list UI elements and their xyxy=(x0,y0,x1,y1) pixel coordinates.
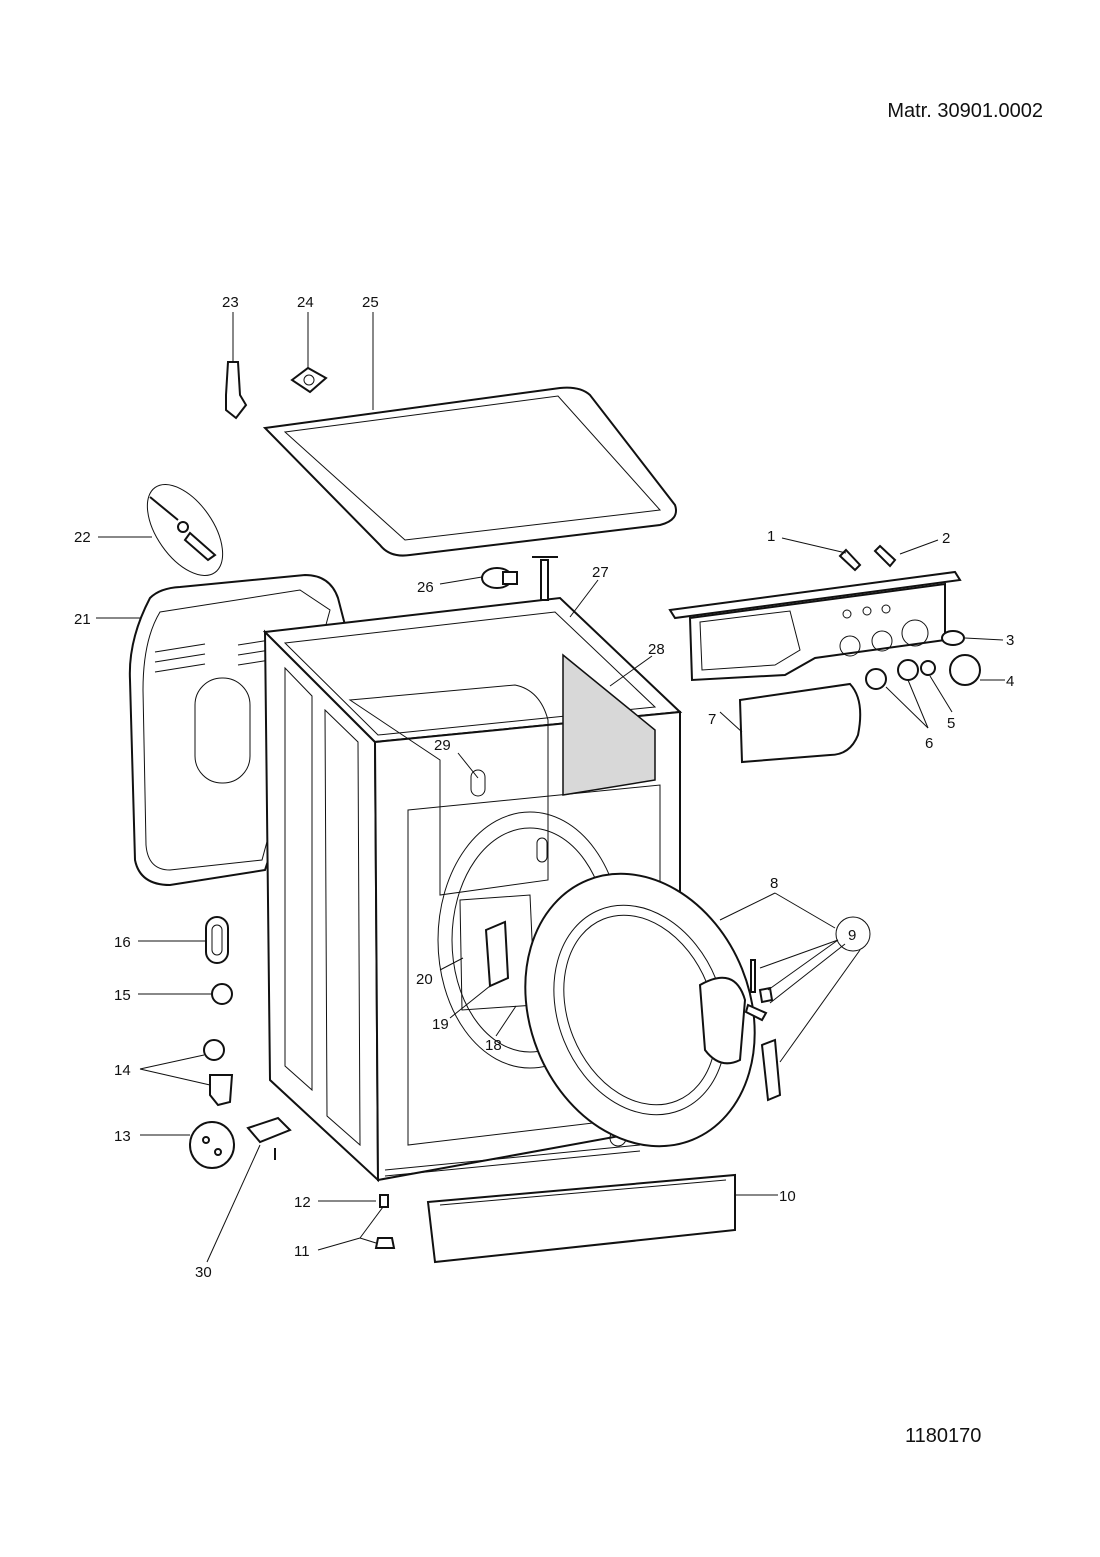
hose-kit-22 xyxy=(146,483,224,577)
bracket-23 xyxy=(225,361,248,420)
label-10: 10 xyxy=(779,1188,796,1205)
label-22: 22 xyxy=(74,529,91,546)
spare-parts-left xyxy=(189,916,292,1169)
detergent-drawer xyxy=(738,682,862,764)
label-2: 2 xyxy=(942,530,950,547)
lamps-1-2 xyxy=(838,544,897,572)
label-20: 20 xyxy=(416,971,433,988)
label-21: 21 xyxy=(74,611,91,628)
clamp-26 xyxy=(481,567,518,589)
label-5: 5 xyxy=(947,715,955,732)
label-16: 16 xyxy=(114,934,131,951)
label-30: 30 xyxy=(195,1264,212,1281)
figure-number: 1180170 xyxy=(905,1425,982,1447)
label-29: 29 xyxy=(434,737,451,754)
door-8 xyxy=(524,872,756,1148)
control-panel xyxy=(668,570,962,682)
label-27: 27 xyxy=(592,564,609,581)
label-9: 9 xyxy=(848,927,856,944)
label-24: 24 xyxy=(297,294,314,311)
label-26: 26 xyxy=(417,579,434,596)
label-7: 7 xyxy=(708,711,716,728)
label-13: 13 xyxy=(114,1128,131,1145)
label-3: 3 xyxy=(1006,632,1014,649)
label-28: 28 xyxy=(648,641,665,658)
label-14: 14 xyxy=(114,1062,131,1079)
label-4: 4 xyxy=(1006,673,1014,690)
label-23: 23 xyxy=(222,294,239,311)
leader-lines xyxy=(96,312,1005,1263)
knobs xyxy=(865,630,981,690)
label-8: 8 xyxy=(770,875,778,892)
foot-parts xyxy=(374,1194,396,1249)
label-11: 11 xyxy=(294,1243,310,1260)
part-labels: 23 24 25 22 21 26 27 28 29 1 2 3 4 5 6 7… xyxy=(74,294,1014,1281)
label-1: 1 xyxy=(767,528,775,545)
label-15: 15 xyxy=(114,987,131,1004)
label-6: 6 xyxy=(925,735,933,752)
part-24 xyxy=(290,366,328,394)
label-19: 19 xyxy=(432,1016,449,1033)
material-code: Matr. 30901.0002 xyxy=(887,100,1043,122)
spring-27 xyxy=(532,556,558,601)
label-25: 25 xyxy=(362,294,379,311)
label-12: 12 xyxy=(294,1194,311,1211)
plinth-10 xyxy=(426,1173,736,1264)
top-cover xyxy=(262,386,677,557)
label-18: 18 xyxy=(485,1037,502,1054)
hinge-set-9 xyxy=(744,959,782,1102)
